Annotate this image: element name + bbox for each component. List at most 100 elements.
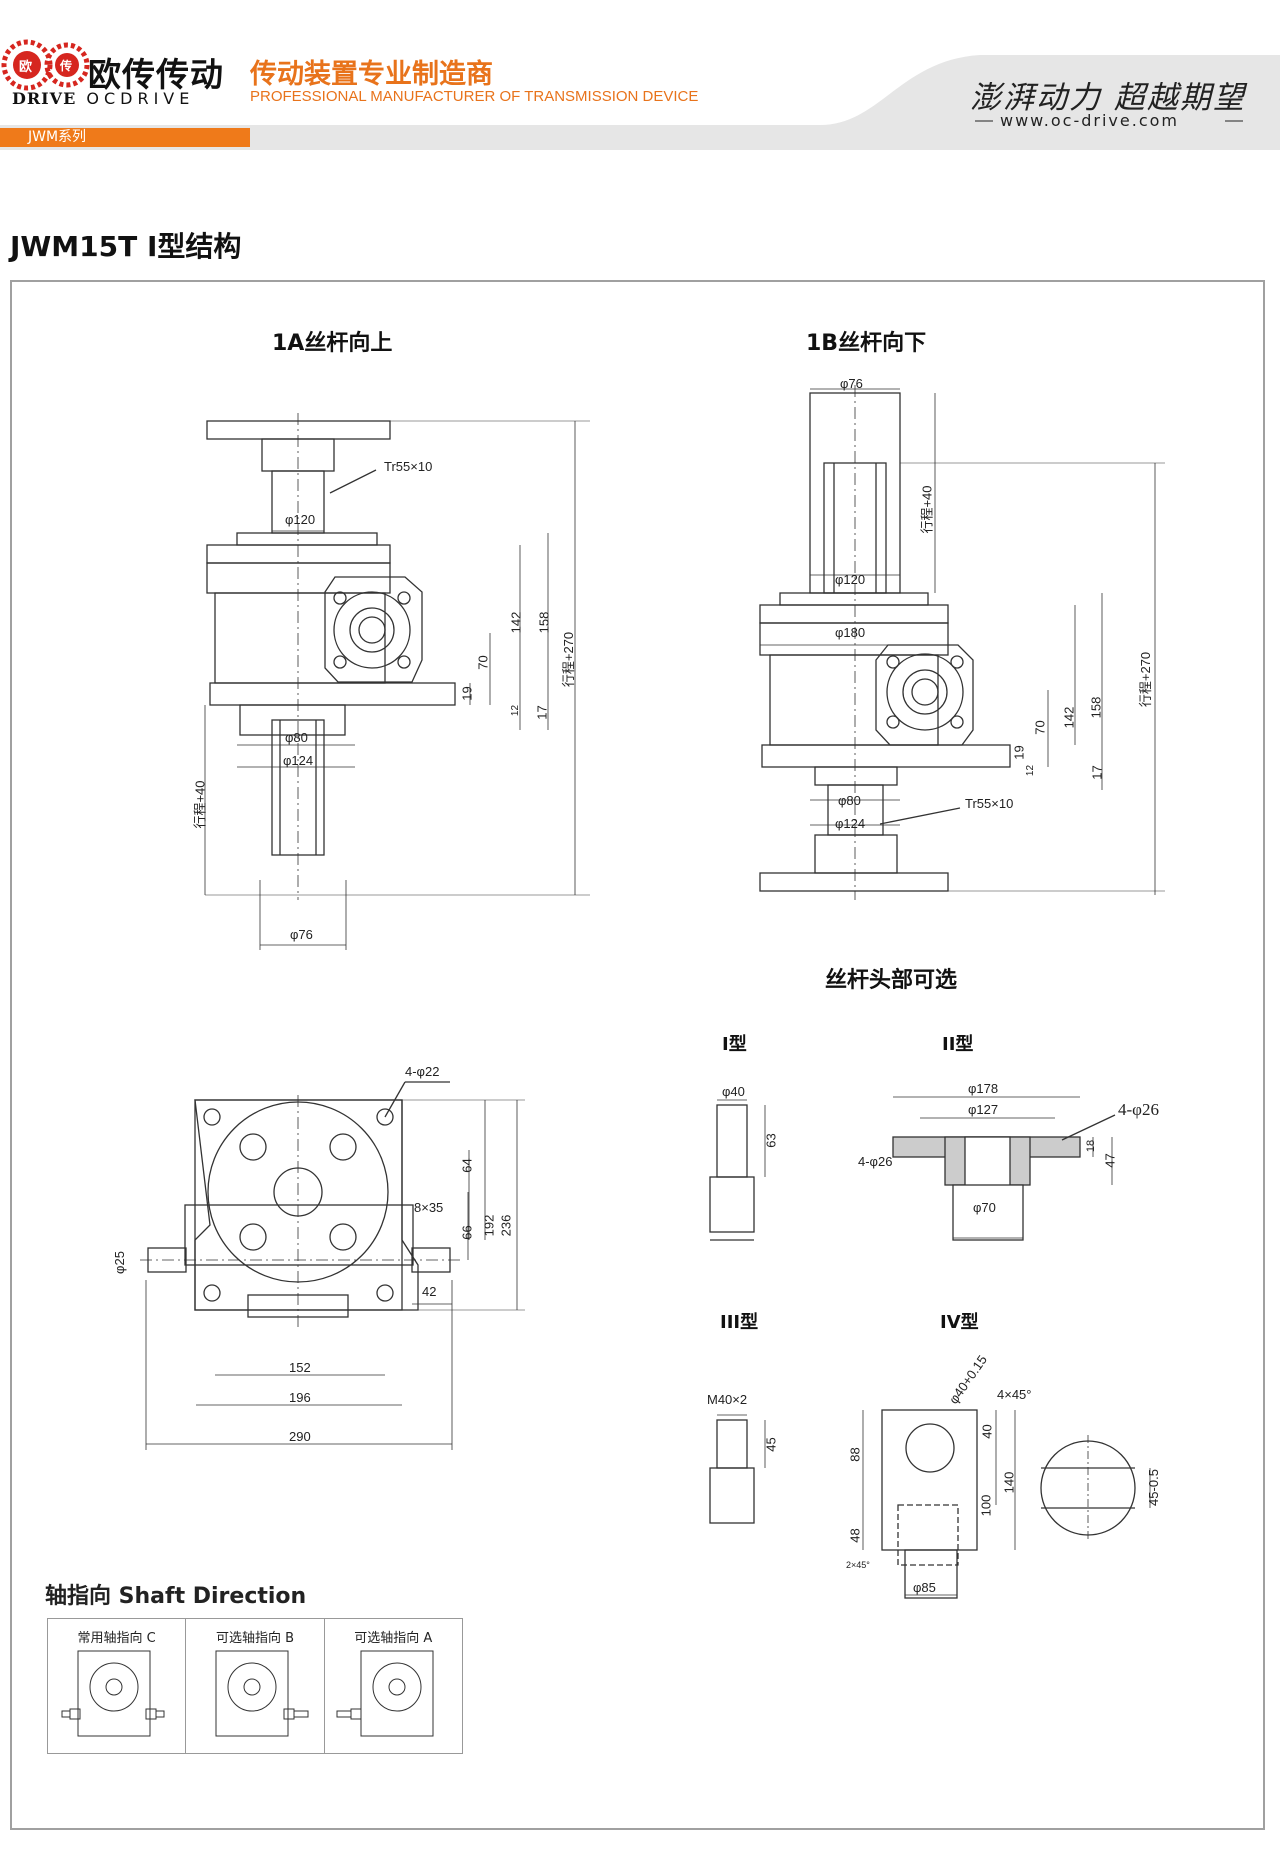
dim-t4-100: 100 bbox=[978, 1494, 994, 1517]
head-options-title: 丝杆头部可选 bbox=[825, 968, 958, 993]
dim-plan-d25: φ25 bbox=[111, 1251, 127, 1274]
dim-plan-66: 66 bbox=[459, 1225, 475, 1240]
dim-t1-63: 63 bbox=[763, 1133, 779, 1148]
dim-t2-47: 47 bbox=[1102, 1153, 1118, 1168]
dim-1b-tr: Tr55×10 bbox=[965, 796, 1014, 811]
dim-1b-19: 19 bbox=[1011, 745, 1027, 760]
type-3-drawing bbox=[709, 1414, 766, 1524]
page-title: JWM15T I型结构 bbox=[10, 230, 242, 263]
dim-1b-158: 158 bbox=[1088, 696, 1104, 719]
dim-t4-40: 40 bbox=[979, 1424, 995, 1439]
view-1b bbox=[759, 385, 1165, 900]
slogan: 澎湃动力 超越期望 bbox=[970, 80, 1246, 116]
dim-t4-cham: 4×45° bbox=[997, 1387, 1032, 1402]
dim-1a-d124: φ124 bbox=[283, 753, 314, 768]
dim-t4-140: 140 bbox=[1001, 1471, 1017, 1494]
dim-t2-holes: 4-φ26 bbox=[1118, 1100, 1159, 1119]
dim-1b-d124: φ124 bbox=[835, 816, 866, 831]
dim-1a-270: 行程+270 bbox=[561, 631, 577, 688]
logo-char-a: 欧 bbox=[19, 60, 33, 75]
dim-1b-12: 12 bbox=[1025, 764, 1037, 777]
type-1-label: I型 bbox=[722, 1034, 747, 1055]
type-1-drawing bbox=[709, 1099, 766, 1241]
drawing-frame bbox=[10, 280, 1265, 1830]
dim-1a-19: 19 bbox=[459, 686, 475, 701]
dim-1a-12: 12 bbox=[510, 704, 522, 717]
dim-t1-d40: φ40 bbox=[722, 1084, 745, 1099]
dim-1b-17: 17 bbox=[1089, 765, 1105, 780]
shaft-direction-table: 常用轴指向 C 可选轴指向 B 可选轴指向 A bbox=[47, 1618, 463, 1754]
shaft-option-b-label: 可选轴指向 B bbox=[215, 1631, 295, 1646]
dim-plan-holes: 4-φ22 bbox=[405, 1064, 440, 1079]
dim-1b-d76: φ76 bbox=[840, 376, 863, 391]
shaft-option-a-label: 可选轴指向 A bbox=[354, 1631, 433, 1646]
dim-t4-45: 45-0.5 bbox=[1145, 1469, 1161, 1506]
dim-1b-d180: φ180 bbox=[835, 625, 866, 640]
type-2-label: II型 bbox=[942, 1034, 974, 1055]
page-header: 欧 传 欧传传动 DRIVE OCDRIVE 传动装置专业制造商 PROFESS… bbox=[0, 0, 1280, 150]
dim-t4-d85: φ85 bbox=[913, 1580, 936, 1595]
logo-drive: DRIVE bbox=[12, 89, 77, 108]
dim-1a-stroke40: 行程+40 bbox=[192, 780, 208, 829]
dim-1a-158: 158 bbox=[536, 611, 552, 634]
dim-t2-d70: φ70 bbox=[973, 1200, 996, 1215]
shaft-option-c-label: 常用轴指向 C bbox=[77, 1631, 156, 1646]
dim-plan-152: 152 bbox=[289, 1360, 311, 1375]
type-4-drawing bbox=[862, 1409, 1151, 1599]
dim-t2-18: 18 bbox=[1085, 1139, 1098, 1153]
dim-t4-48: 48 bbox=[847, 1528, 863, 1543]
dim-plan-192: 192 bbox=[481, 1214, 497, 1237]
view-up-title: 1A丝杆向上 bbox=[272, 331, 393, 356]
shaft-option-c: 常用轴指向 C bbox=[48, 1619, 187, 1753]
shaft-direction-title: 轴指向 Shaft Direction bbox=[45, 1584, 307, 1609]
series-tab: JWM系列 bbox=[0, 128, 250, 147]
dim-plan-key: 8×35 bbox=[414, 1200, 444, 1215]
website-rules bbox=[975, 120, 1243, 122]
dim-t2-d127: φ127 bbox=[968, 1102, 999, 1117]
tagline-cn: 传动装置专业制造商 bbox=[250, 59, 493, 90]
shaft-option-a: 可选轴指向 A bbox=[325, 1619, 462, 1753]
shaft-option-b: 可选轴指向 B bbox=[186, 1619, 325, 1753]
dim-t3-45: 45 bbox=[763, 1437, 779, 1452]
dim-1b-270: 行程+270 bbox=[1138, 651, 1154, 708]
logo-char-b: 传 bbox=[60, 59, 73, 73]
dim-1b-d80: φ80 bbox=[838, 793, 861, 808]
tagline-en: PROFESSIONAL MANUFACTURER OF TRANSMISSIO… bbox=[250, 88, 699, 105]
dim-1a-tr: Tr55×10 bbox=[384, 459, 433, 474]
dim-1a-d80: φ80 bbox=[285, 730, 308, 745]
dim-1b-70: 70 bbox=[1032, 720, 1048, 735]
dim-t4-2x45: 2×45° bbox=[846, 1560, 870, 1570]
type-2-drawing bbox=[892, 1096, 1116, 1241]
view-down-title: 1B丝杆向下 bbox=[806, 331, 927, 356]
shaft-b-icon bbox=[215, 1650, 309, 1737]
type-4-label: IV型 bbox=[940, 1312, 979, 1333]
shaft-c-icon bbox=[61, 1650, 165, 1737]
type-3-label: III型 bbox=[720, 1312, 759, 1333]
dim-plan-64: 64 bbox=[459, 1158, 475, 1173]
dim-plan-236: 236 bbox=[498, 1214, 514, 1237]
dim-t2-holes-b: 4-φ26 bbox=[858, 1154, 893, 1169]
logo-cn: 欧传传动 bbox=[88, 55, 224, 94]
dim-t2-d178: φ178 bbox=[968, 1081, 999, 1096]
dim-1a-70: 70 bbox=[475, 655, 491, 670]
dim-plan-196: 196 bbox=[289, 1390, 311, 1405]
shaft-a-icon bbox=[336, 1650, 434, 1737]
logo-ocdrive: OCDRIVE bbox=[86, 89, 195, 108]
logo-en: DRIVE OCDRIVE bbox=[12, 89, 194, 108]
view-1a bbox=[204, 413, 590, 950]
header-bar bbox=[0, 39, 1280, 150]
dim-t4-88: 88 bbox=[847, 1447, 863, 1462]
website: www.oc-drive.com bbox=[1000, 111, 1179, 130]
dim-1a-d76: φ76 bbox=[290, 927, 313, 942]
dim-1a-d120: φ120 bbox=[285, 512, 316, 527]
dim-plan-42: 42 bbox=[422, 1284, 437, 1299]
dim-t3-m: M40×2 bbox=[707, 1392, 748, 1407]
dim-1a-142: 142 bbox=[508, 611, 524, 634]
view-plan bbox=[140, 1081, 525, 1450]
dim-plan-290: 290 bbox=[289, 1429, 311, 1444]
dim-1a-17: 17 bbox=[534, 705, 550, 720]
dim-1b-stroke40: 行程+40 bbox=[919, 485, 935, 534]
dim-1b-d120: φ120 bbox=[835, 572, 866, 587]
dim-1b-142: 142 bbox=[1061, 706, 1077, 729]
